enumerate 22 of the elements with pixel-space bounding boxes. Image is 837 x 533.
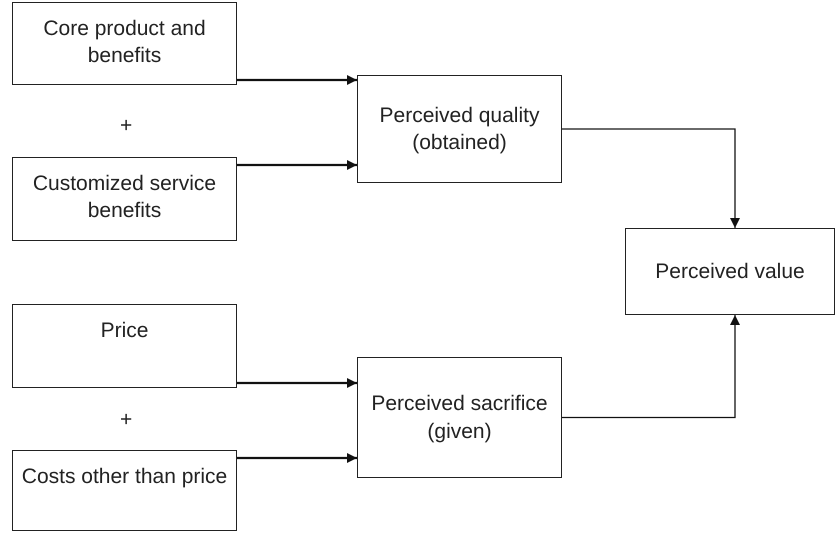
plus-sign: +	[120, 114, 132, 138]
process-box	[12, 450, 237, 531]
process-box	[357, 75, 562, 183]
arrow	[237, 453, 357, 463]
arrow	[237, 160, 357, 170]
box-text: Perceived value	[655, 258, 805, 285]
process-box	[12, 304, 237, 388]
arrow	[237, 378, 357, 388]
box-text: Perceived sacrifice (given)	[370, 391, 549, 444]
box-text: Customized service benefits	[32, 171, 218, 224]
process-box	[12, 2, 237, 85]
arrow	[237, 75, 357, 85]
box-text: Core product and benefits	[42, 16, 207, 70]
plus-sign: +	[120, 408, 132, 432]
box-text: Price	[100, 318, 148, 344]
box-text: Perceived quality (obtained)	[378, 102, 540, 156]
process-box	[12, 157, 237, 241]
process-box	[357, 357, 562, 478]
process-box	[625, 228, 835, 315]
arrow	[562, 315, 740, 418]
box-text: Costs other than price	[22, 464, 228, 490]
arrow	[562, 128, 740, 228]
